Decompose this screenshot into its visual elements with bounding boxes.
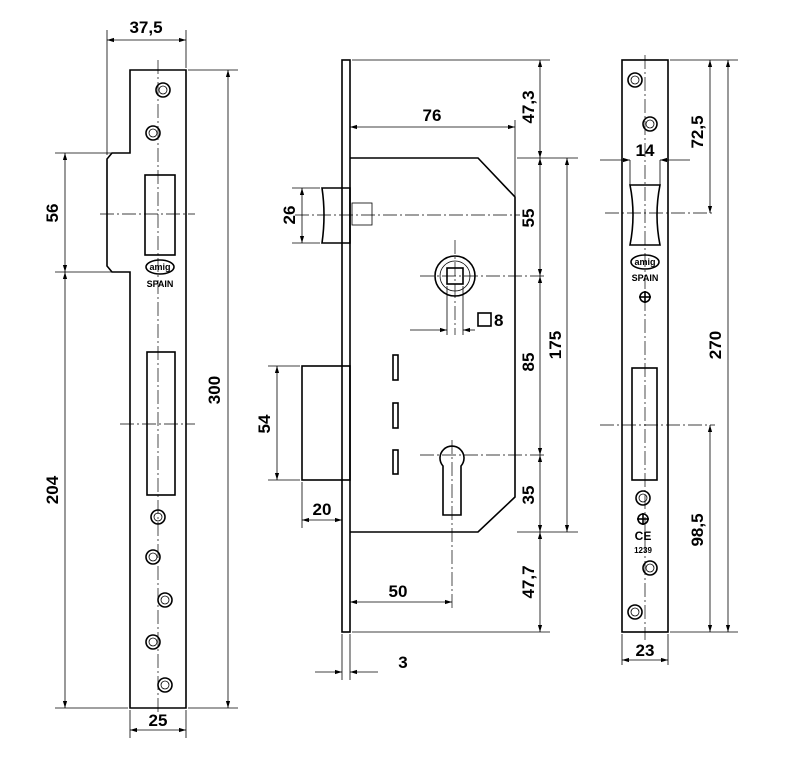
faceplate: amig SPAIN CE 1239 14 72,5 270 98,5 23 [600,55,738,665]
brand-logo-text: amig [634,257,655,267]
dim-cylinder-to-bottom: 35 [519,486,538,505]
lock-body: 76 47,3 55 85 35 47,7 175 26 54 20 50 3 [255,59,578,680]
dim-deadbolt-height: 54 [255,414,274,433]
latch-bolt [321,187,351,244]
dim-body-depth: 76 [423,106,442,125]
dim-spindle-to-cylinder: 85 [519,353,538,372]
strike-bolt-slot [146,351,176,496]
deadbolt-opening [631,367,658,481]
cylinder-keyhole [439,445,465,516]
square-spindle-icon [477,312,492,327]
dim-backset: 50 [389,582,408,601]
fixing-screw-icon [637,291,651,525]
brand-logo [630,254,660,270]
dim-strike-top-width: 37,5 [129,18,162,37]
dim-strike-total: 300 [205,376,224,404]
brand-logo-text: amig [149,262,170,272]
strike-plate: amig SPAIN 37,5 56 204 300 25 [43,18,238,738]
dim-bottom-to-bolt: 98,5 [688,513,707,546]
dim-body-height: 175 [546,331,565,359]
lock-faceplate-side [341,59,351,633]
dim-spindle: 8 [494,311,503,330]
dim-bottom-offset: 47,7 [519,565,538,598]
dim-faceplate-total: 270 [706,331,725,359]
dim-latch-width: 14 [636,141,655,160]
screw-hole-icon [145,82,173,693]
origin-label: SPAIN [147,279,174,289]
dim-strike-latch: 56 [43,204,62,223]
brand-logo [145,259,175,275]
dim-strike-width: 25 [149,711,168,730]
dim-top-to-latch: 72,5 [688,115,707,148]
dim-strike-lower: 204 [43,475,62,504]
dim-faceplate-thickness: 3 [398,653,407,672]
screw-hole-icon [627,72,658,620]
dim-top-offset: 47,3 [519,90,538,123]
dim-latch-to-spindle: 55 [519,209,538,228]
origin-label: SPAIN [632,273,659,283]
ce-mark: CE [635,529,652,543]
deadbolt [301,365,351,481]
ce-number: 1239 [634,546,652,555]
latch-opening [629,184,661,246]
strike-latch-slot [144,174,176,256]
dim-faceplate-width: 23 [636,641,655,660]
dim-latch-height: 26 [280,206,299,225]
dim-deadbolt-throw: 20 [313,500,332,519]
